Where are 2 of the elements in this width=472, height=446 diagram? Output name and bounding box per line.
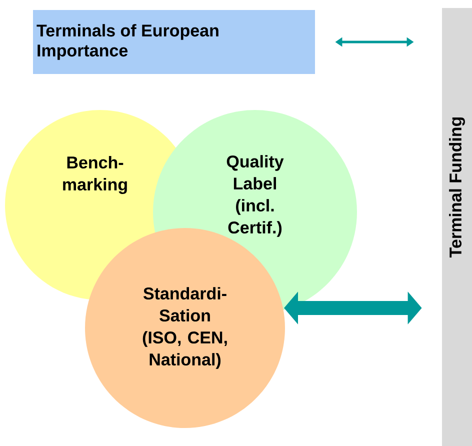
title-box: Terminals of European Importance	[33, 10, 315, 74]
side-band: Terminal Funding	[442, 8, 472, 446]
